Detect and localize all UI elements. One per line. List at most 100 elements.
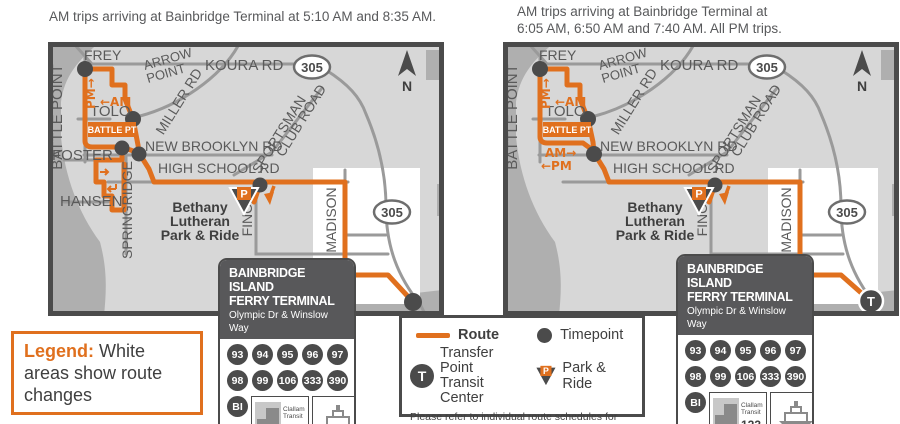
route-badge: 98 [685,366,706,387]
svg-text:P: P [240,189,247,201]
route-badge: 98 [227,370,248,391]
timepoint-dots [532,61,723,193]
wsf-ferries-logo: Washington State Ferries [770,392,812,424]
am-pm-markers: PM→ ←AM AM→ ←PM [539,78,586,173]
label-battle-point: BATTLE POINT [49,64,66,170]
clallam-transit-logo: Clallam Transit 123 [251,396,309,424]
route-badge: 99 [252,370,273,391]
label-koura: KOURA RD [660,57,739,74]
hwy-305-shields: 305 305 [292,54,412,225]
svg-text:P: P [695,189,702,201]
route-badges-row2: 98 99 106 333 390 [678,366,812,387]
pm-north-arrow-label: PM→ [84,78,98,109]
am-pm-markers: PM→ ←AM [84,78,131,109]
route-badge: 390 [785,366,806,387]
route-badges-row1: 93 94 95 96 97 [220,344,354,365]
route-badge: 99 [710,366,731,387]
svg-text:123: 123 [283,422,303,424]
label-madison: MADISON [778,187,794,252]
bethany-park-ride: Bethany Lutheran Park & Ride P [161,187,260,243]
am-west-label: ←AM [555,95,586,109]
route-badge: 106 [277,370,298,391]
route-badge: 97 [327,344,348,365]
svg-text:305: 305 [836,205,858,220]
terminal-cross-streets: Olympic Dr & Winslow Way [687,306,786,330]
label-tolo: TOLO [90,103,131,120]
route-badge: 390 [327,370,348,391]
clallam-transit-logo: Clallam Transit 123 [709,392,767,424]
legend-park-ride-label: Park & Ride [562,360,606,392]
battle-pt-badge: BATTLE PT [543,122,592,137]
route-badge: 93 [685,340,706,361]
timepoint-icon [537,327,553,343]
route-badge-bi: BI [227,396,248,417]
svg-text:Bethany: Bethany [627,199,682,215]
route-badge: 94 [252,344,273,365]
park-ride-marker: P [683,187,715,217]
route-turn-arrow [719,185,731,205]
route-badge: 94 [710,340,731,361]
label-new-brooklyn: NEW BROOKLYN RD [600,138,737,154]
svg-text:Clallam: Clallam [283,406,305,413]
route-badge: 333 [760,366,781,387]
svg-text:305: 305 [756,60,778,75]
wsf-ferries-logo: Washington State Ferries [312,396,354,424]
north-arrow: N [853,50,871,94]
route-badge: 93 [227,344,248,365]
route-badge: 97 [785,340,806,361]
legend-route-label: Route [458,327,500,343]
svg-text:BATTLE PT: BATTLE PT [88,125,137,135]
legend-label: Legend: [24,341,94,361]
am-east-label: AM→ [545,146,576,160]
svg-text:BATTLE PT: BATTLE PT [543,125,592,135]
am-west-label: ←AM [100,95,131,109]
route-badges-row1: 93 94 95 96 97 [678,340,812,361]
svg-text:Park & Ride: Park & Ride [161,227,240,243]
svg-text:305: 305 [301,60,323,75]
svg-text:N: N [857,78,867,94]
svg-text:T: T [867,294,875,309]
terminal-cross-streets: Olympic Dr & Winslow Way [229,310,328,334]
route-badge: 96 [302,344,323,365]
svg-text:123: 123 [741,418,761,424]
route-badge: 106 [735,366,756,387]
route-badge: 333 [302,370,323,391]
label-frey: FREY [539,47,577,63]
route-turn-arrow [264,185,276,205]
map-left-am-510-835: BATTLE PT FREY ARROW POINT KOURA RD BATT… [48,42,444,316]
transfer-point-icon: T [410,364,434,388]
hwy-305-shields: 305 305 [747,54,867,225]
legend-timepoint-label: Timepoint [560,327,624,343]
park-ride-icon: P [532,365,559,389]
park-ride-marker: P [228,187,260,217]
pm-north-arrow-label: PM→ [539,78,553,109]
loop-direction-arrows [100,168,117,193]
label-high-school: HIGH SCHOOL RD [613,160,735,176]
left-map-title: AM trips arriving at Bainbridge Terminal… [49,9,436,24]
label-battle-point: BATTLE POINT [504,64,521,170]
route-badge: 95 [277,344,298,365]
svg-text:Lutheran: Lutheran [625,213,685,229]
bethany-park-ride: Bethany Lutheran Park & Ride P [616,187,715,243]
legend-footnote: Please refer to individual route schedul… [410,411,618,424]
label-new-brooklyn: NEW BROOKLYN RD [145,138,282,154]
route-badges-row2: 98 99 106 333 390 [220,370,354,391]
svg-text:Lutheran: Lutheran [170,213,230,229]
shoreline-west [48,42,106,316]
right-map-title: AM trips arriving at Bainbridge Terminal… [517,4,782,36]
svg-text:Transit: Transit [283,413,303,420]
route-badge: 96 [760,340,781,361]
label-springridge: SPRINGRIDGE [119,161,135,259]
svg-text:N: N [402,78,412,94]
shoreline-west [503,42,561,316]
label-koura: KOURA RD [205,57,284,74]
